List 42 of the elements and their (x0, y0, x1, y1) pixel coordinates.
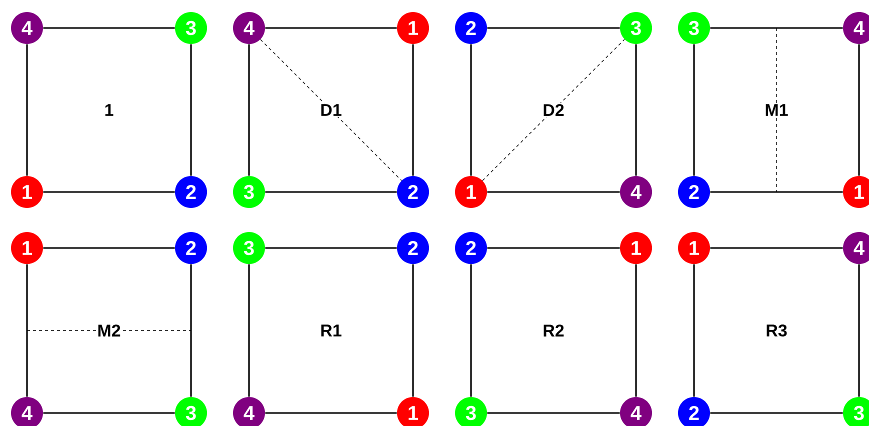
diagonal-line (260, 39, 402, 181)
square-side (710, 412, 843, 414)
square-side (470, 44, 472, 176)
square-side (43, 191, 175, 193)
square-side (710, 27, 843, 29)
square-side (412, 44, 414, 176)
square-label: D2 (542, 103, 566, 117)
square-side (487, 412, 620, 414)
square-side (26, 44, 28, 176)
square-side (43, 27, 175, 29)
square-side (265, 412, 397, 414)
square-label: R3 (764, 323, 788, 338)
square-side (858, 264, 860, 397)
square-side (858, 44, 860, 176)
square-side (248, 264, 250, 397)
square-label: D1 (319, 103, 343, 117)
square-side (635, 264, 637, 397)
square-side (265, 191, 397, 193)
square-side (470, 264, 472, 397)
square-label: M1 (764, 103, 790, 117)
square-side (248, 44, 250, 176)
square-side (710, 191, 843, 193)
square-side (190, 44, 192, 176)
square-label: 1 (103, 103, 115, 117)
square-side (190, 264, 192, 397)
square-side (265, 27, 397, 29)
square-label: R2 (542, 324, 566, 338)
square-side (487, 27, 620, 29)
square-side (693, 44, 695, 176)
square-side (635, 44, 637, 176)
diagonal-line (482, 39, 625, 181)
square-side (26, 264, 28, 397)
square-side (43, 412, 175, 414)
square-side (43, 247, 175, 249)
square-side (412, 264, 414, 397)
square-label: R1 (319, 324, 343, 338)
square-label: M2 (96, 324, 122, 338)
square-side (710, 247, 843, 249)
square-side (487, 247, 620, 249)
square-side (693, 264, 695, 397)
square-side (487, 191, 620, 193)
square-side (265, 247, 397, 249)
